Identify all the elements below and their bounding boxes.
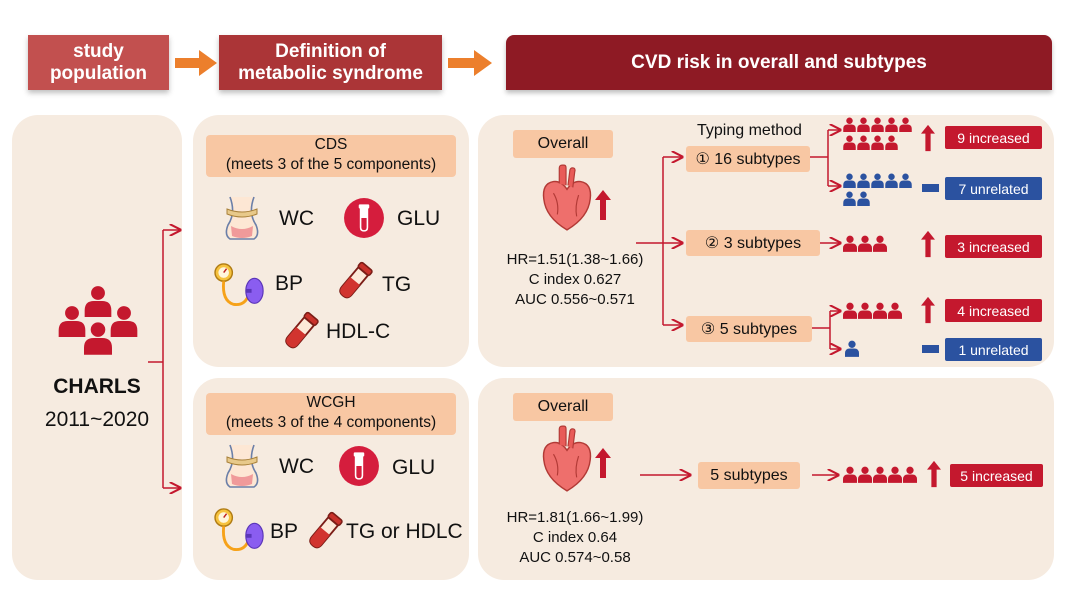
cds-hdlc-label: HDL-C [326, 320, 391, 343]
population-name: CHARLS [53, 375, 141, 398]
up-arrow-icon [927, 460, 941, 488]
up-arrow-icon [595, 190, 611, 220]
heart-icon [538, 164, 596, 232]
wcgh-cindex: C index 0.64 [532, 529, 618, 546]
people-9-icon [843, 117, 912, 150]
blood-pressure-icon [212, 262, 270, 312]
wcgh-hr: HR=1.81(1.66~1.99) [506, 509, 644, 526]
people-3-icon [843, 235, 887, 252]
cds-wc-label: WC [279, 207, 314, 230]
cds-glu-label: GLU [397, 207, 441, 230]
outcome-9-increased: 9 increased [945, 126, 1042, 149]
dash-icon [922, 184, 939, 192]
wcgh-method-5-subtypes: 5 subtypes [698, 462, 800, 489]
outcome-4-increased: 4 increased [945, 299, 1042, 322]
wcgh-tg-hdlc-label: TG or HDLC [346, 520, 463, 543]
cds-title-box: CDS (meets 3 of the 5 components) [206, 135, 456, 177]
wcgh-auc: AUC 0.574~0.58 [519, 549, 631, 566]
heart-icon [538, 425, 596, 493]
cds-subtitle: (meets 3 of the 5 components) [225, 156, 437, 173]
person-1-icon [845, 340, 859, 357]
method-3-subtypes: ② 3 subtypes [686, 230, 820, 256]
test-tube-icon [280, 310, 322, 352]
arrow-right-icon [448, 50, 492, 76]
wcgh-glu-label: GLU [392, 456, 436, 479]
cds-stats: HR=1.51(1.38~1.66) C index 0.627 AUC 0.5… [490, 250, 660, 310]
glucose-icon [338, 445, 380, 487]
blood-pressure-icon [212, 507, 270, 557]
people-group-icon [58, 286, 138, 355]
cds-hr: HR=1.51(1.38~1.66) [506, 251, 644, 268]
wcgh-subtitle: (meets 3 of the 4 components) [225, 414, 437, 431]
arrow-right-icon [175, 50, 217, 76]
header-study-population: study population [28, 35, 169, 90]
population-years: 2011~2020 [44, 408, 150, 431]
cds-auc: AUC 0.556~0.571 [515, 291, 635, 308]
glucose-icon [343, 197, 385, 239]
test-tube-icon [334, 260, 376, 302]
wcgh-title: WCGH [306, 394, 356, 411]
cds-bp-label: BP [275, 272, 304, 295]
cds-tg-label: TG [382, 273, 412, 296]
waist-icon [222, 443, 262, 489]
cds-cindex: C index 0.627 [528, 271, 622, 288]
method-16-subtypes: ① 16 subtypes [686, 146, 810, 172]
outcome-1-unrelated: 1 unrelated [945, 338, 1042, 361]
people-4-icon [843, 302, 902, 319]
wcgh-bp-label: BP [270, 520, 299, 543]
dash-icon [922, 345, 939, 353]
header-cvd-risk: CVD risk in overall and subtypes [506, 35, 1052, 90]
people-7-icon [843, 173, 912, 206]
typing-method-label: Typing method [697, 122, 802, 139]
cds-title: CDS [314, 136, 348, 153]
up-arrow-icon [595, 448, 611, 478]
wcgh-outcome-5-increased: 5 increased [950, 464, 1043, 487]
up-arrow-icon [921, 124, 935, 152]
wcgh-wc-label: WC [279, 455, 314, 478]
test-tube-icon [304, 510, 346, 552]
up-arrow-icon [921, 230, 935, 258]
wcgh-stats: HR=1.81(1.66~1.99) C index 0.64 AUC 0.57… [490, 508, 660, 568]
up-arrow-icon [921, 296, 935, 324]
outcome-7-unrelated: 7 unrelated [945, 177, 1042, 200]
people-5-icon [843, 466, 917, 483]
wcgh-overall-label: Overall [513, 393, 613, 421]
cds-overall-label: Overall [513, 130, 613, 158]
header-definition: Definition of metabolic syndrome [219, 35, 442, 90]
method-5-subtypes: ③ 5 subtypes [686, 316, 812, 342]
wcgh-title-box: WCGH (meets 3 of the 4 components) [206, 393, 456, 435]
outcome-3-increased: 3 increased [945, 235, 1042, 258]
waist-icon [222, 195, 262, 241]
